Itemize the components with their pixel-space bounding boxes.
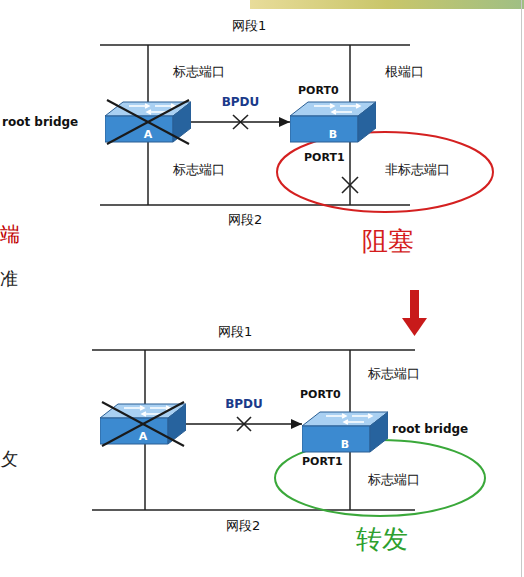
segment-line [92,349,415,351]
fragment-text: 攵 [0,448,18,470]
segment-label: 网段1 [232,18,266,34]
port-wire [349,45,351,102]
port-name: PORT1 [304,151,345,164]
fragment-text: 端 [0,222,20,246]
segment-line [100,204,410,206]
bridge-label: root bridge [2,115,78,129]
switch-letter: B [339,439,351,451]
transition-arrow [402,290,427,336]
segment-line [92,509,415,511]
port-label: 标志端口 [368,472,420,488]
switch-side [358,102,376,142]
edge-label: BPDU [225,397,263,411]
bridge-label: root bridge [392,422,468,436]
failed-mark [102,402,184,446]
state-label: 转发 [356,524,408,555]
port-name: PORT1 [302,455,343,468]
failed-mark [107,100,189,144]
edge-label: BPDU [222,95,260,109]
segment-label: 网段2 [228,212,262,228]
port-wire [349,452,351,510]
port-wire [349,142,351,205]
port-wire [144,350,146,404]
state-label: 阻塞 [362,226,414,257]
port-wire [147,45,149,102]
port-wire [349,350,351,412]
switch-arrows [129,104,175,114]
switch-node: B [290,98,376,146]
switch-node: B [302,408,388,456]
port-label: 根端口 [385,64,424,80]
bpdu-arrow [186,423,302,425]
switch-front [302,426,370,452]
port-label: 非标志端口 [385,162,450,178]
block-mark [342,177,358,193]
port-label: 标志端口 [368,366,420,382]
port-label: 标志端口 [173,162,225,178]
switch-arrows [124,406,170,416]
fragment-text: 准 [0,268,18,290]
segment-label: 网段2 [226,518,260,534]
switch-arrows [326,414,372,424]
switch-node: A [100,400,186,448]
segment-line [100,44,410,46]
switch-side [370,412,388,452]
port-label: 标志端口 [173,64,225,80]
port-name: PORT0 [300,388,341,401]
segment-label: 网段1 [218,324,252,340]
switch-node: A [105,98,191,146]
slide-border [521,0,522,577]
port-name: PORT0 [298,84,339,97]
switch-letter: A [142,129,154,141]
decor-strip [250,0,524,9]
switch-arrows [314,104,360,114]
port-wire [147,142,149,205]
highlight-ellipse [277,132,493,212]
switch-letter: B [327,129,339,141]
port-wire [144,444,146,510]
switch-letter: A [137,431,149,443]
switch-front [290,116,358,142]
bpdu-arrow [191,121,290,123]
